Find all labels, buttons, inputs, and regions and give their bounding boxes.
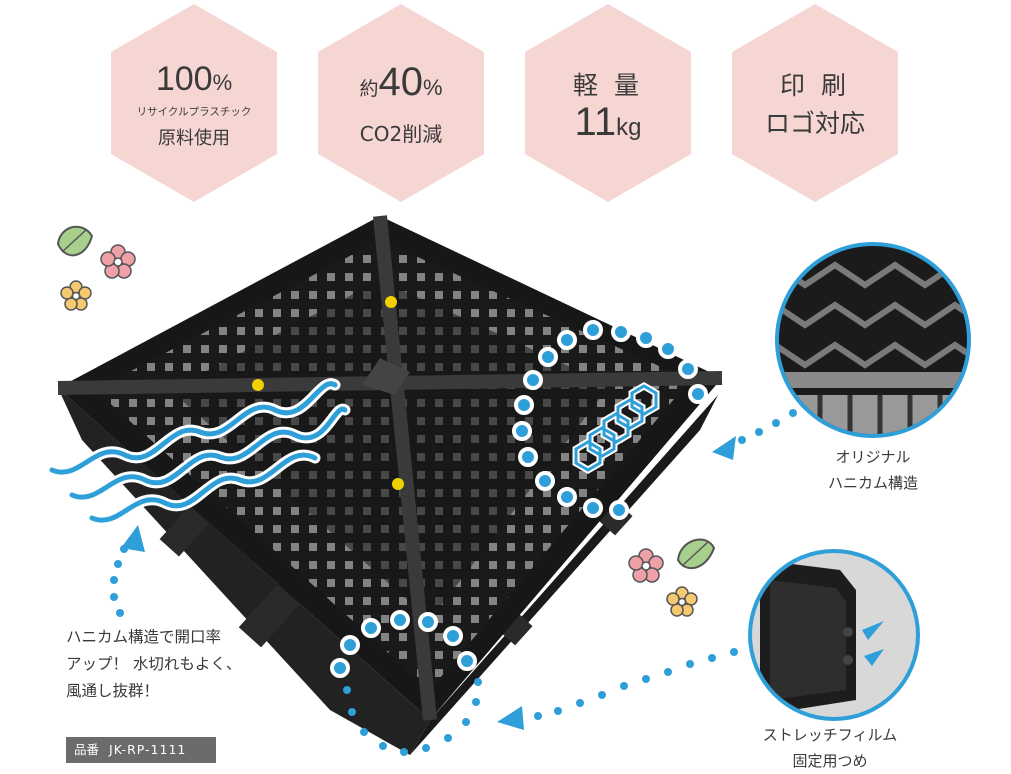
print-line2: ロゴ対応	[764, 109, 865, 138]
honeycomb-closeup	[775, 242, 971, 438]
leaf-icon	[676, 538, 716, 570]
yellow-dot	[392, 478, 404, 490]
arrow-honeycomb	[712, 409, 797, 460]
feature-print: 印 刷 ロゴ対応	[728, 0, 902, 206]
flower-icon	[100, 244, 136, 279]
honeycomb-caption-line2: ハニカム構造	[827, 474, 918, 492]
flower-icon	[60, 280, 92, 311]
product-code-badge: 品番 JK-RP-1111	[66, 737, 216, 763]
flower-icon	[628, 548, 664, 583]
honeycomb-caption-line1: オリジナル	[835, 448, 911, 466]
weight-value: 11	[574, 100, 617, 144]
ventilation-note: ハニカム構造で開口率 アップ！ 水切れもよく、 風通し抜群！	[66, 624, 241, 705]
co2-line2: CO2削減	[359, 122, 443, 146]
print-line1: 印 刷	[780, 71, 850, 100]
ventilation-note-line3: 風通し抜群！	[66, 682, 160, 700]
co2-value: 40	[378, 60, 423, 104]
corner-dot-ring	[330, 610, 477, 678]
product-code-value: JK-RP-1111	[109, 742, 187, 757]
flower-icon	[666, 586, 698, 617]
yellow-dot	[385, 296, 397, 308]
ventilation-note-line1: ハニカム構造で開口率	[66, 628, 222, 646]
co2-unit: %	[422, 75, 443, 100]
honeycomb-dot-ring	[512, 320, 708, 520]
honeycomb-caption: オリジナル ハニカム構造	[793, 444, 953, 496]
arrow-corner	[343, 678, 482, 756]
recycled-unit: %	[212, 70, 233, 95]
product-code-label: 品番	[74, 742, 100, 757]
recycled-value: 100	[155, 60, 213, 98]
recycled-sub: リサイクルプラスチック	[136, 106, 252, 118]
arrow-ventilation	[110, 525, 145, 617]
leaf-icon	[56, 225, 94, 257]
co2-prefix: 約	[359, 79, 379, 100]
weight-unit: kg	[616, 114, 642, 141]
weight-line1: 軽 量	[573, 71, 643, 100]
stretch-caption: ストレッチフィルム 固定用つめ	[745, 722, 915, 774]
feature-recycled: 100% リサイクルプラスチック 原料使用	[107, 0, 281, 206]
feature-weight: 軽 量 11kg	[521, 0, 695, 206]
arrow-stretch	[497, 648, 738, 730]
recycled-line2: 原料使用	[158, 128, 230, 149]
feature-co2: 約40% CO2削減	[314, 0, 488, 206]
ventilation-note-line2: アップ！ 水切れもよく、	[66, 655, 242, 673]
stretch-caption-line1: ストレッチフィルム	[762, 726, 898, 744]
yellow-dot	[252, 379, 264, 391]
stretch-caption-line2: 固定用つめ	[792, 752, 868, 770]
stretch-hook-closeup	[748, 549, 920, 721]
